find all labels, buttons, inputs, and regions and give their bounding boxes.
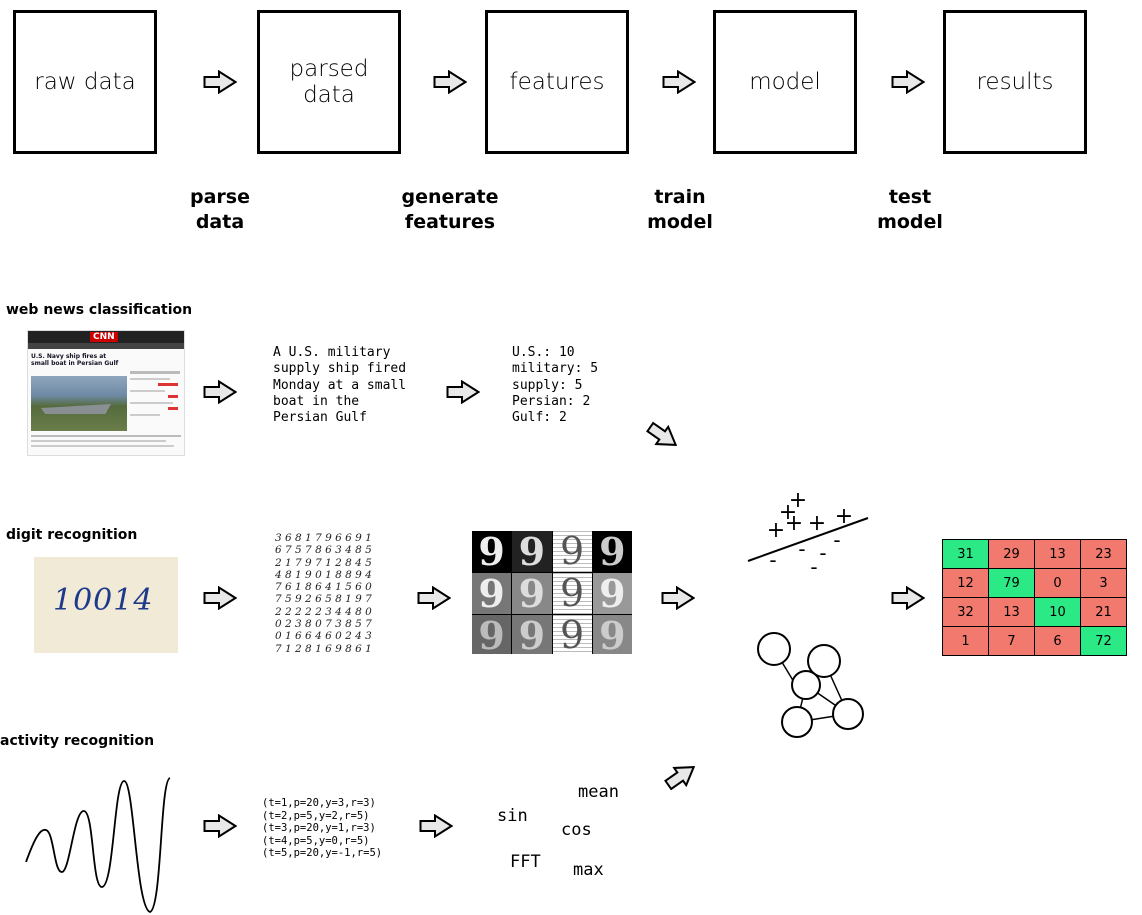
stage-model: model bbox=[713, 10, 857, 154]
feature-cos: cos bbox=[561, 820, 592, 840]
feature-map-cell: 9 bbox=[592, 573, 632, 614]
matrix-cell-incorrect: 23 bbox=[1080, 539, 1127, 569]
stage-parsed-data: parsed data bbox=[257, 10, 401, 154]
feature-max: max bbox=[573, 860, 604, 880]
matrix-cell-incorrect: 0 bbox=[1034, 568, 1081, 598]
right-arrow-icon bbox=[203, 380, 237, 404]
matrix-cell-incorrect: 3 bbox=[1080, 568, 1127, 598]
stage-raw-data: raw data bbox=[13, 10, 157, 154]
minus-sign: - bbox=[798, 537, 805, 561]
right-arrow-icon bbox=[433, 70, 467, 94]
feature-map-cell: 9 bbox=[512, 615, 552, 654]
plus-sign: + bbox=[835, 504, 853, 529]
matrix-cell-incorrect: 29 bbox=[988, 539, 1035, 569]
web-page-screenshot: CNN U.S. Navy ship fires at small boat i… bbox=[27, 330, 185, 456]
news-photo bbox=[31, 376, 127, 431]
stage-results: results bbox=[943, 10, 1087, 154]
feature-map-cell: 9 bbox=[512, 531, 552, 572]
feature-map-cell: 9 bbox=[552, 573, 592, 614]
row-title-digit-recognition: digit recognition bbox=[6, 527, 138, 543]
feature-map-cell: 9 bbox=[592, 531, 632, 572]
feature-map-cell: 9 bbox=[512, 573, 552, 614]
matrix-cell-incorrect: 13 bbox=[988, 597, 1035, 627]
matrix-cell-incorrect: 7 bbox=[988, 626, 1035, 656]
handwritten-number: 10014 bbox=[53, 583, 154, 618]
row-title-activity-recognition: activity recognition bbox=[0, 733, 155, 749]
right-arrow-icon bbox=[446, 380, 480, 404]
diagonal-arrow-icon bbox=[660, 756, 702, 795]
graph-node bbox=[791, 670, 821, 700]
matrix-cell-incorrect: 6 bbox=[1034, 626, 1081, 656]
feature-map-cell: 9 bbox=[472, 531, 512, 572]
graph-node bbox=[781, 706, 813, 738]
minus-sign: - bbox=[833, 528, 840, 552]
stage-features: features bbox=[485, 10, 629, 154]
matrix-cell-correct: 79 bbox=[988, 568, 1035, 598]
digit-feature-maps: 9 9 9 9 9 9 9 9 9 9 9 9 bbox=[472, 531, 632, 654]
feature-map-cell: 9 bbox=[552, 615, 592, 654]
sensor-signal-waveform bbox=[25, 777, 171, 913]
matrix-cell-incorrect: 12 bbox=[942, 568, 989, 598]
feature-map-cell: 9 bbox=[472, 615, 512, 654]
right-arrow-icon bbox=[417, 586, 451, 610]
right-arrow-icon bbox=[203, 70, 237, 94]
matrix-cell-correct: 31 bbox=[942, 539, 989, 569]
right-arrow-icon bbox=[203, 586, 237, 610]
graph-model-diagram bbox=[757, 632, 864, 738]
right-arrow-icon bbox=[662, 70, 696, 94]
feature-mean: mean bbox=[578, 782, 619, 802]
step-generate-features: generate features bbox=[401, 186, 499, 233]
right-arrow-icon bbox=[661, 586, 695, 610]
graph-node bbox=[807, 644, 841, 678]
matrix-cell-incorrect: 1 bbox=[942, 626, 989, 656]
decision-boundary bbox=[747, 517, 869, 562]
matrix-cell-incorrect: 13 bbox=[1034, 539, 1081, 569]
step-parse-data: parse data bbox=[190, 186, 250, 233]
step-train-model: train model bbox=[647, 186, 713, 233]
plus-sign: + bbox=[785, 511, 803, 536]
minus-sign: - bbox=[769, 548, 776, 572]
word-count-features: U.S.: 10 military: 5 supply: 5 Persian: … bbox=[512, 345, 599, 426]
news-logo: CNN bbox=[90, 332, 118, 342]
web-page-nav-bar bbox=[28, 343, 184, 349]
row-title-web-news: web news classification bbox=[6, 302, 193, 318]
matrix-cell-incorrect: 32 bbox=[942, 597, 989, 627]
right-arrow-icon bbox=[419, 814, 453, 838]
mnist-digit-grid: 3 6 8 1 7 9 6 6 9 1 6 7 5 7 8 6 3 4 8 5 … bbox=[275, 532, 372, 655]
linear-classifier-diagram: + + + + + + - - - - - bbox=[747, 488, 869, 579]
step-test-model: test model bbox=[877, 186, 943, 233]
news-headline: U.S. Navy ship fires at small boat in Pe… bbox=[31, 353, 119, 367]
minus-sign: - bbox=[819, 541, 826, 565]
sensor-readings-text: (t=1,p=20,y=3,r=3) (t=2,p=5,y=2,r=5) (t=… bbox=[262, 797, 383, 859]
right-arrow-icon bbox=[891, 70, 925, 94]
feature-fft: FFT bbox=[510, 852, 541, 872]
graph-node bbox=[757, 632, 791, 666]
plus-sign: + bbox=[779, 500, 797, 525]
web-page-body-text bbox=[31, 435, 181, 450]
feature-map-cell: 9 bbox=[552, 531, 592, 572]
matrix-cell-correct: 72 bbox=[1080, 626, 1127, 656]
web-page-sidebar bbox=[130, 371, 180, 431]
feature-map-cell: 9 bbox=[592, 615, 632, 654]
right-arrow-icon bbox=[203, 814, 237, 838]
handwritten-digits-image: 10014 bbox=[34, 557, 178, 653]
matrix-cell-incorrect: 21 bbox=[1080, 597, 1127, 627]
plus-sign: + bbox=[808, 511, 826, 536]
right-arrow-icon bbox=[891, 586, 925, 610]
minus-sign: - bbox=[810, 555, 817, 579]
plus-sign: + bbox=[789, 488, 807, 513]
parsed-news-text: A U.S. military supply ship fired Monday… bbox=[273, 345, 407, 426]
diagonal-arrow-icon bbox=[642, 416, 684, 455]
matrix-cell-correct: 10 bbox=[1034, 597, 1081, 627]
feature-map-cell: 9 bbox=[472, 573, 512, 614]
plus-sign: + bbox=[767, 518, 785, 543]
graph-node bbox=[832, 698, 864, 730]
feature-sin: sin bbox=[497, 806, 528, 826]
